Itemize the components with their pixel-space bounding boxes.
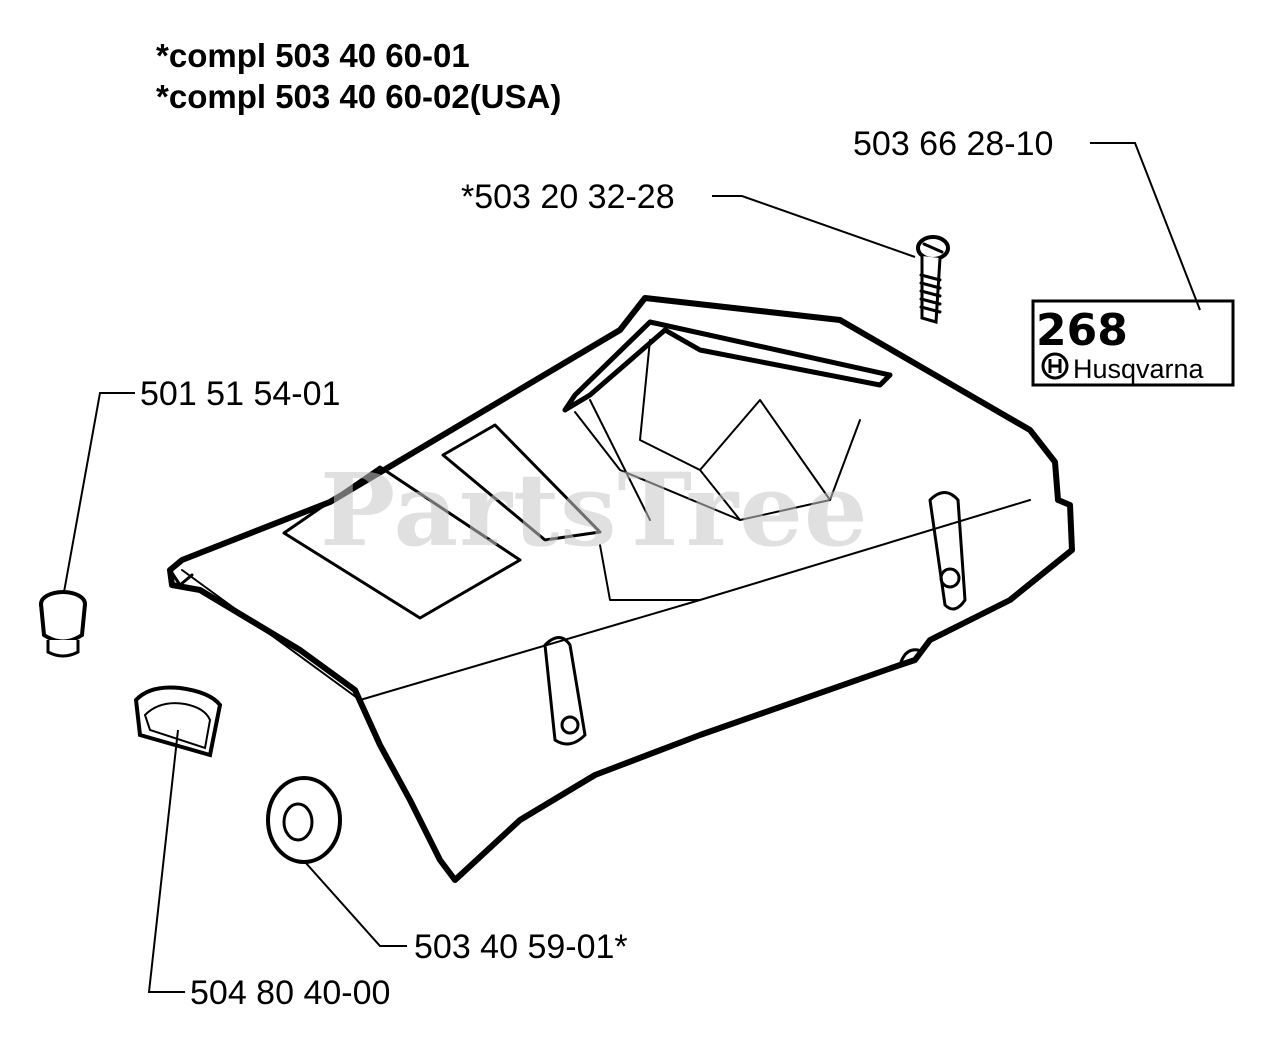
part-label-decal: 503 66 28-10 (853, 125, 1054, 163)
screw-part (916, 235, 950, 324)
part-label-cover-seal: 504 80 40-00 (190, 974, 391, 1012)
part-label-screw: *503 20 32-28 (461, 178, 675, 216)
husqvarna-logo-icon (1041, 352, 1069, 380)
part-label-grommet: 503 40 59-01* (414, 928, 628, 966)
grommet-part (266, 776, 342, 864)
decal-model-number: 268 (1036, 305, 1128, 356)
leader-plug (63, 392, 135, 593)
assembly-number-1: *compl 503 40 60-01 (156, 37, 470, 74)
leader-grommet (304, 861, 407, 947)
assembly-number-2: *compl 503 40 60-02(USA) (156, 78, 562, 115)
leader-lines (63, 142, 1201, 993)
leader-cover-seal (147, 729, 185, 993)
part-label-plug: 501 51 54-01 (140, 375, 341, 413)
decal-brand: Husqvarna (1073, 354, 1205, 384)
cylinder-cover (167, 295, 1075, 883)
plug-part (39, 590, 87, 658)
watermark: PartsTree (320, 451, 869, 569)
leader-screw (712, 195, 916, 258)
cover-seal-part (133, 685, 223, 758)
leader-decal (1090, 142, 1201, 311)
decal-part: 268 Husqvarna (1031, 299, 1235, 387)
